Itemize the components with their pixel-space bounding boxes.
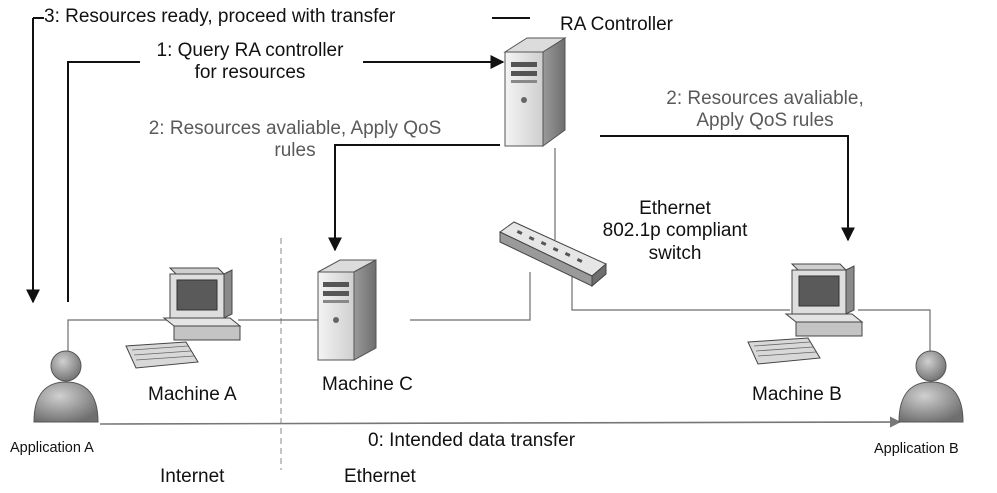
step2-left-label: 2: Resources avaliable, Apply QoS rules — [110, 118, 480, 163]
machine-a-desktop-icon — [125, 267, 242, 369]
step1-arrow — [67, 55, 505, 302]
step1-label: 1: Query RA controller for resources — [130, 40, 370, 85]
ra-controller-label: RA Controller — [560, 14, 673, 35]
step2-right-arrow — [600, 135, 855, 242]
step2-left-label-line2: rules — [274, 140, 316, 162]
ethernet-switch-icon — [499, 221, 607, 288]
step1-label-line2: for resources — [194, 62, 306, 84]
application-a-person-icon — [33, 350, 99, 423]
step2-right-label-line2: Apply QoS rules — [696, 110, 834, 132]
network-links — [67, 148, 931, 352]
switch-label-line2: 802.1p compliant — [602, 220, 748, 242]
step0-arrow — [99, 416, 902, 428]
zone-ethernet-label: Ethernet — [344, 466, 416, 487]
machine-c-label: Machine C — [322, 374, 413, 395]
step3-label: 3: Resources ready, proceed with transfe… — [44, 6, 396, 27]
step2-right-label-line1: 2: Resources avaliable, — [666, 88, 864, 109]
ra-controller-server-icon — [503, 37, 567, 147]
machine-b-label: Machine B — [752, 384, 842, 405]
application-b-label: Application B — [874, 441, 959, 457]
machine-c-server-icon — [317, 259, 377, 361]
step2-right-label: 2: Resources avaliable, Apply QoS rules — [620, 88, 910, 133]
step0-label: 0: Intended data transfer — [368, 430, 576, 451]
step2-left-label-line1: 2: Resources avaliable, Apply QoS — [148, 118, 442, 139]
machine-a-label: Machine A — [148, 384, 237, 405]
zone-internet-label: Internet — [160, 466, 225, 487]
machine-b-desktop-icon — [747, 263, 864, 365]
application-b-person-icon — [898, 350, 964, 423]
step3-arrow — [26, 17, 530, 304]
switch-label-line1: Ethernet — [639, 198, 711, 219]
application-a-label: Application A — [10, 440, 94, 456]
step2-left-arrow — [328, 144, 500, 252]
switch-label: Ethernet 802.1p compliant switch — [570, 198, 780, 265]
switch-label-line3: switch — [648, 242, 702, 264]
step1-label-line1: 1: Query RA controller — [156, 40, 344, 61]
